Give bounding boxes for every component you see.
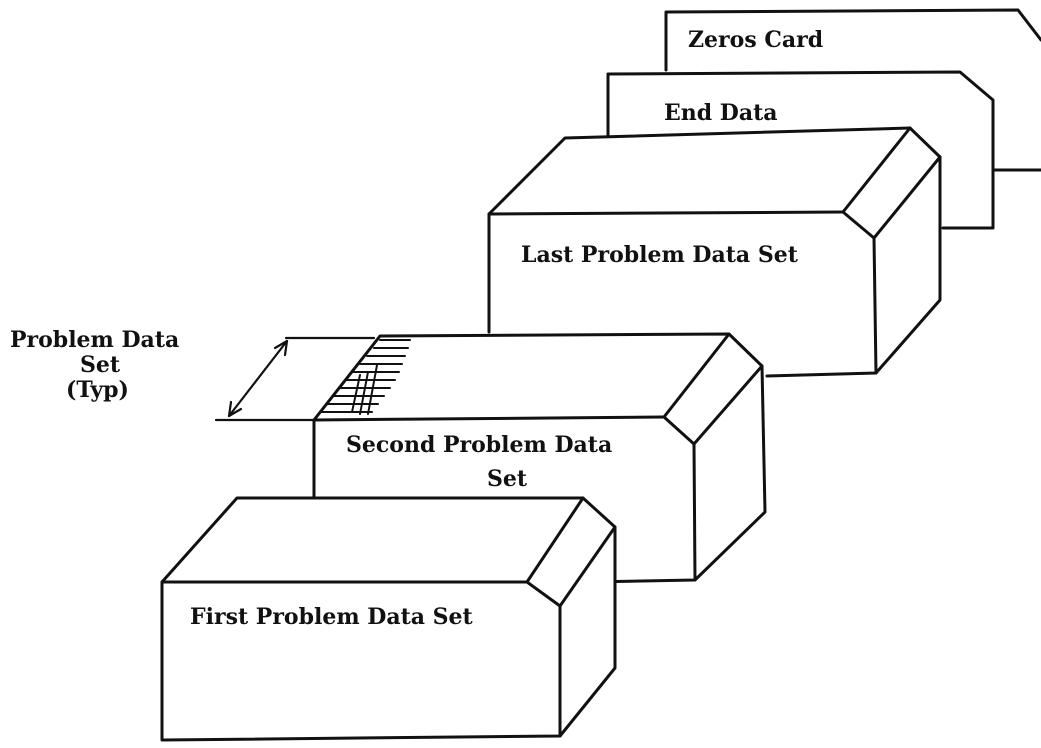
second-set-label-line2: Set xyxy=(487,466,528,492)
typ-label-line2: Set xyxy=(80,352,121,378)
card-edge-hatching xyxy=(319,339,411,415)
second-set-label-line1: Second Problem Data xyxy=(346,432,612,458)
zeros-card: Zeros Card xyxy=(664,8,1041,72)
zeros-card-label: Zeros Card xyxy=(688,27,823,53)
last-set-label: Last Problem Data Set xyxy=(521,242,799,268)
typ-label-line3: (Typ) xyxy=(66,377,129,403)
last-problem-data-set-box: Last Problem Data Set xyxy=(487,126,942,378)
typ-label-line1: Problem Data xyxy=(10,327,179,353)
end-data-label: End Data xyxy=(664,100,778,126)
first-problem-data-set-box: First Problem Data Set xyxy=(160,496,617,742)
end-data-card: End Data xyxy=(606,70,1041,230)
typical-set-dimension xyxy=(214,336,376,422)
first-set-label: First Problem Data Set xyxy=(190,604,474,630)
